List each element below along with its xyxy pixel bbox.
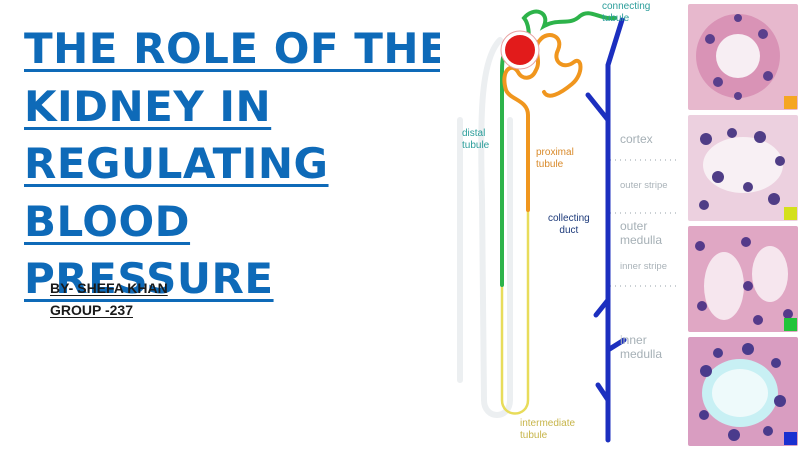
zone-separators	[610, 159, 680, 287]
nephron-drawing	[457, 9, 680, 443]
panel-marker-yellow-green	[784, 207, 797, 220]
label-proximal-tubule: proximal tubule	[536, 147, 574, 170]
nephron-diagram: connecting tubule distal tubule proximal…	[440, 0, 800, 450]
micrograph-inner-stripe	[688, 226, 798, 332]
title-line-4: BLOOD	[24, 196, 191, 246]
panel-marker-blue	[784, 432, 797, 445]
panel-marker-orange	[784, 96, 797, 109]
label-inner-medulla: inner medulla	[620, 333, 663, 361]
title-line-5: PRESSURE	[24, 254, 274, 303]
label-intermediate-tubule: intermediate tubule	[520, 418, 576, 441]
label-distal-tubule: distal tubule	[462, 128, 490, 151]
label-outer-medulla: outer medulla	[620, 219, 663, 247]
label-outer-stripe: outer stripe	[620, 180, 668, 191]
intermediate-tubule-shape	[500, 210, 530, 415]
label-connecting-tubule: connecting tubule	[602, 1, 651, 24]
label-collecting-duct: collecting duct	[548, 213, 590, 236]
author-name: BY- SHEFA KHAN	[50, 280, 168, 296]
collecting-duct-shape	[585, 17, 627, 443]
slide-title: THE ROLE OF THE KIDNEY IN REGULATING BLO…	[24, 20, 444, 308]
panel-marker-green	[784, 318, 797, 331]
proximal-tubule-shape	[502, 33, 583, 212]
title-line-2: KIDNEY IN	[24, 81, 272, 131]
ghost-nephron-outline	[457, 37, 513, 418]
title-line-3: REGULATING	[24, 139, 329, 188]
label-inner-stripe: inner stripe	[620, 261, 667, 272]
micrograph-proximal	[688, 4, 798, 110]
micrograph-inner-medulla	[688, 337, 798, 446]
micrograph-outer-stripe	[688, 115, 798, 221]
glomerulus-core	[505, 35, 535, 65]
author-byline: BY- SHEFA KHAN GROUP -237	[50, 277, 168, 321]
group-number: GROUP -237	[50, 302, 133, 318]
title-line-1: THE ROLE OF THE	[24, 24, 440, 73]
label-cortex: cortex	[620, 132, 653, 146]
